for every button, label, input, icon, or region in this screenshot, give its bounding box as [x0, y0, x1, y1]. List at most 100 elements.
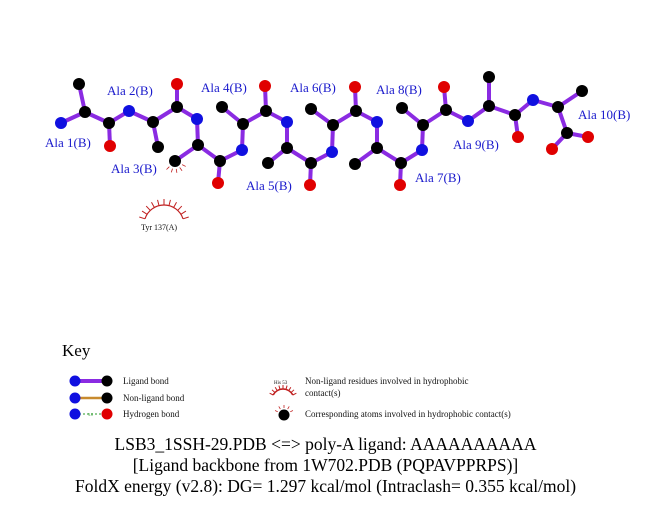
key-hydrophobic-spoke: [274, 410, 278, 413]
oxygen-atom: [512, 131, 524, 143]
hydrophobic-contact-spoke: [166, 166, 170, 170]
oxygen-atom: [582, 131, 594, 143]
carbon-atom: [561, 127, 573, 139]
key-corresponding-atoms: Corresponding atoms involved in hydropho…: [274, 405, 511, 421]
carbon-atom-icon: [101, 392, 113, 404]
carbon-atom: [396, 102, 408, 114]
hydrophobic-spoke: [157, 199, 160, 206]
carbon-atom-icon: [101, 375, 113, 387]
caption-line-1: LSB3_1SSH-29.PDB <=> poly-A ligand: AAAA…: [114, 434, 537, 454]
key-corresponding-atoms-label: Corresponding atoms involved in hydropho…: [305, 409, 511, 419]
hydrophobic-spoke: [271, 389, 276, 393]
hydrophobic-spoke: [145, 205, 151, 211]
hydrophobic-arc-icon: [269, 385, 297, 396]
carbon-atom: [152, 141, 164, 153]
carbon-atom: [371, 142, 383, 154]
nitrogen-atom-icon: [69, 408, 81, 420]
nitrogen-atom-icon: [69, 375, 81, 387]
key-non-ligand-residues: His 53 Non-ligand residues involved in h…: [269, 376, 468, 398]
carbon-atom-icon: [278, 409, 290, 421]
hydrophobic-spoke: [151, 201, 155, 208]
hydrophobic-spoke: [139, 216, 146, 220]
carbon-atom: [509, 109, 521, 121]
oxygen-atom: [104, 140, 116, 152]
oxygen-atom: [438, 81, 450, 93]
oxygen-atom-icon: [101, 408, 113, 420]
key-ligand-bond: Ligand bond: [69, 375, 169, 387]
residue-label-ala5: Ala 5(B): [246, 178, 292, 193]
hydrophobic-spoke: [288, 386, 292, 391]
hydrophobic-residue-label: Tyr 137(A): [141, 223, 177, 232]
residue-labels: Ala 1(B) Ala 2(B) Ala 3(B) Ala 4(B) Ala …: [45, 80, 630, 193]
key-ligand-bond-label: Ligand bond: [123, 376, 169, 386]
residue-label-ala10: Ala 10(B): [578, 107, 630, 122]
caption-line-3: FoldX energy (v2.8): DG= 1.297 kcal/mol …: [74, 476, 577, 496]
carbon-atom: [349, 158, 361, 170]
hydrophobic-spoke: [182, 216, 189, 220]
hydrophobic-spoke: [290, 389, 295, 393]
nitrogen-atom: [527, 94, 539, 106]
hydrophobic-spoke: [141, 210, 148, 215]
carbon-atom: [417, 119, 429, 131]
ligand-atoms: [55, 71, 594, 191]
residue-label-ala8: Ala 8(B): [376, 82, 422, 97]
carbon-atom: [440, 104, 452, 116]
residue-label-ala7: Ala 7(B): [415, 170, 461, 185]
carbon-atom: [281, 142, 293, 154]
nitrogen-atom: [462, 115, 474, 127]
hydrophobic-spoke: [292, 392, 297, 396]
nitrogen-atom: [55, 117, 67, 129]
carbon-atom: [260, 105, 272, 117]
carbon-atom: [147, 116, 159, 128]
nitrogen-atom: [236, 144, 248, 156]
carbon-atom: [237, 118, 249, 130]
oxygen-atom: [212, 177, 224, 189]
carbon-atom: [483, 100, 495, 112]
oxygen-atom: [349, 81, 361, 93]
carbon-atom: [305, 157, 317, 169]
residue-label-ala4: Ala 4(B): [201, 80, 247, 95]
nitrogen-atom: [416, 144, 428, 156]
key-non-ligand-residues-label-1: Non-ligand residues involved in hydropho…: [305, 376, 468, 386]
caption-line-2: [Ligand backbone from 1W702.PDB (PQPAVPP…: [132, 455, 519, 475]
oxygen-atom: [546, 143, 558, 155]
hydrophobic-contact-spoke: [170, 168, 173, 173]
carbon-atom: [103, 117, 115, 129]
key-hydrogen-bond-label: Hydrogen bond: [123, 409, 180, 419]
carbon-atom: [79, 106, 91, 118]
carbon-atom: [214, 155, 226, 167]
key-hydrophobic-spoke: [290, 410, 294, 413]
key-hydrophobic-spoke: [287, 406, 290, 410]
carbon-atom: [192, 139, 204, 151]
carbon-atom: [350, 105, 362, 117]
hydrophobic-spoke: [278, 385, 281, 390]
hydrophobic-spoke: [177, 205, 183, 211]
hydrophobic-spoke: [173, 201, 177, 208]
carbon-atom: [552, 101, 564, 113]
nitrogen-atom: [281, 116, 293, 128]
residue-label-ala6: Ala 6(B): [290, 80, 336, 95]
hydrophobic-spoke: [180, 210, 187, 215]
carbon-atom: [395, 157, 407, 169]
residue-label-ala1: Ala 1(B): [45, 135, 91, 150]
nitrogen-atom: [191, 113, 203, 125]
hydrophobic-contact-spoke: [181, 164, 186, 167]
key-non-ligand-bond: Non-ligand bond: [69, 392, 185, 404]
key-non-ligand-bond-label: Non-ligand bond: [123, 393, 185, 403]
carbon-atom: [576, 85, 588, 97]
hydrophobic-spoke: [168, 199, 171, 206]
key-non-ligand-residues-label-2: contact(s): [305, 388, 340, 398]
nitrogen-atom-icon: [69, 392, 81, 404]
oxygen-atom: [171, 78, 183, 90]
carbon-atom: [327, 119, 339, 131]
key-hydrophobic-spoke: [278, 406, 281, 410]
carbon-atom: [262, 157, 274, 169]
hydrophobic-arc-tyr137: [144, 204, 184, 220]
hydrophobic-contacts: [139, 164, 189, 220]
key-title: Key: [62, 341, 91, 360]
key-hbond-distance: 3.0: [88, 412, 93, 417]
hydrophobic-spoke: [274, 386, 278, 391]
carbon-atom: [305, 103, 317, 115]
oxygen-atom: [259, 80, 271, 92]
